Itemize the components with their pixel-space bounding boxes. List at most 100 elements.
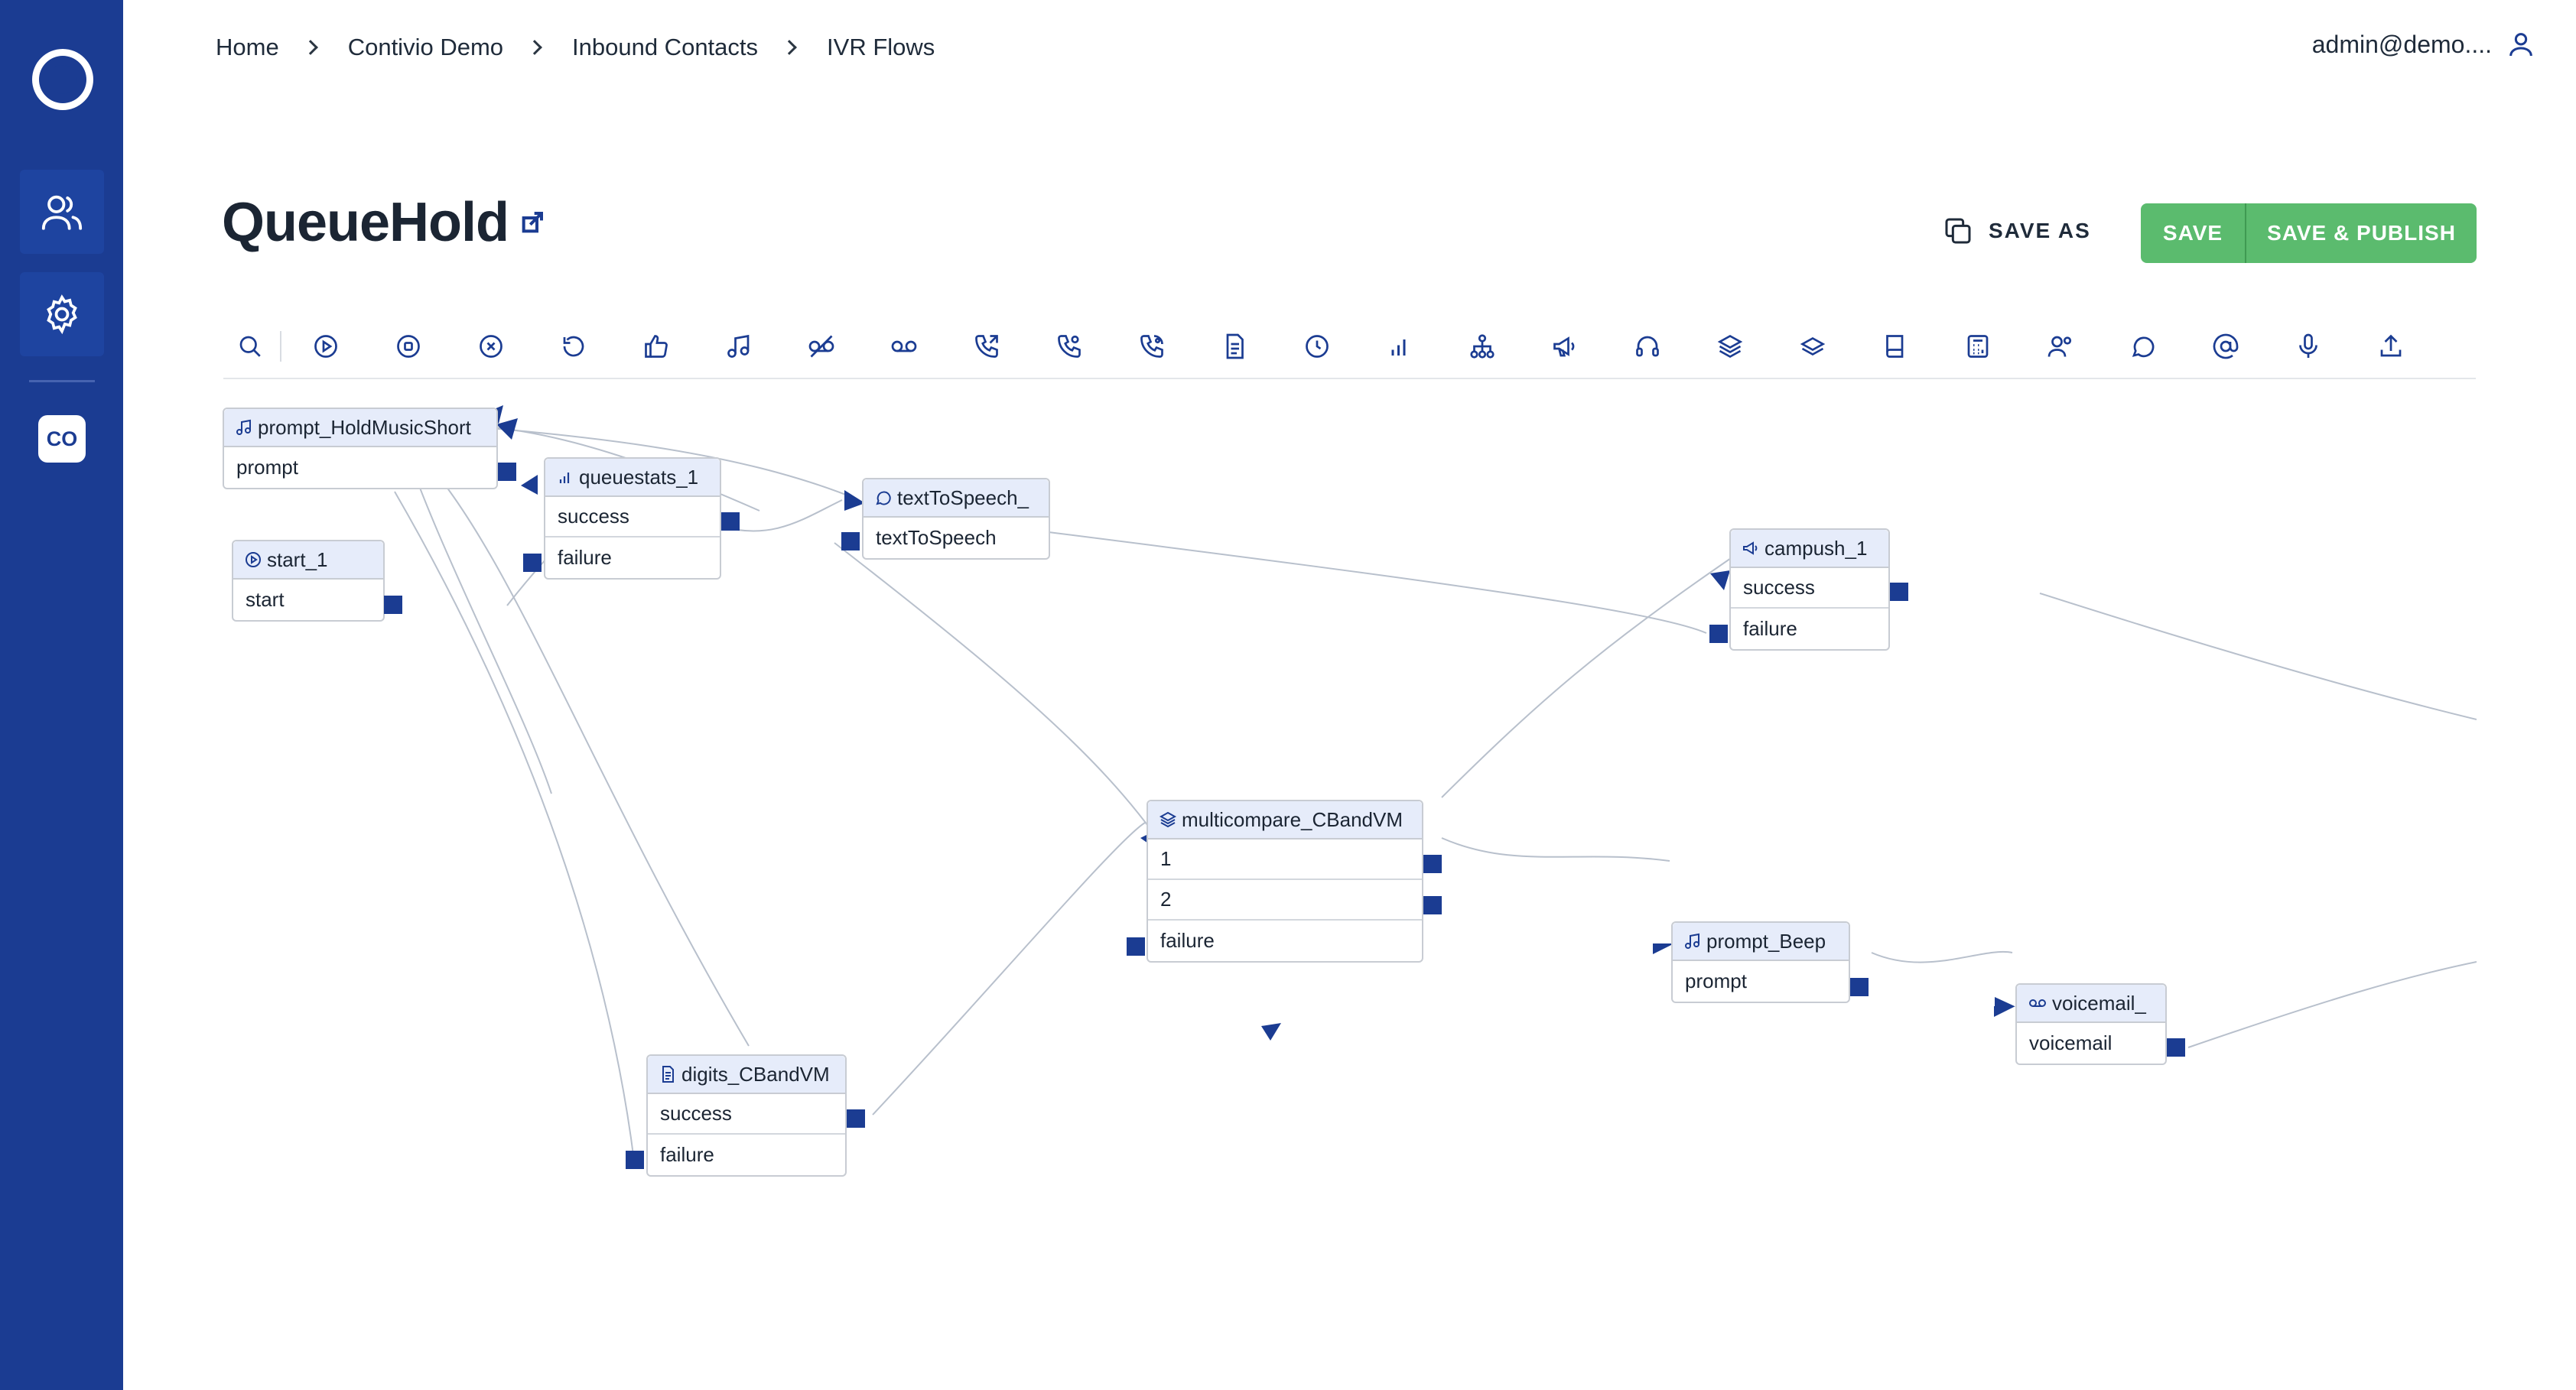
node-header[interactable]: voicemail_ — [2017, 985, 2165, 1023]
edge — [405, 440, 750, 1047]
breadcrumb-contivio-demo[interactable]: Contivio Demo — [347, 34, 504, 60]
document-icon[interactable] — [1193, 323, 1276, 369]
edge — [1441, 837, 1670, 862]
flow-node-texttospeech[interactable]: textToSpeech_ textToSpeech — [862, 478, 1050, 560]
breadcrumb-home[interactable]: Home — [216, 34, 279, 60]
flow-node-campush[interactable]: campush_1 success failure — [1729, 528, 1890, 651]
node-header[interactable]: digits_CBandVM — [648, 1056, 845, 1094]
stop-icon[interactable] — [367, 323, 450, 369]
node-port: failure — [1160, 929, 1215, 952]
node-title: prompt_HoldMusicShort — [258, 415, 471, 439]
output-port-handle[interactable] — [626, 1151, 644, 1169]
flow-canvas[interactable]: prompt_HoldMusicShort prompt start_1 sta… — [123, 381, 2477, 1390]
layers-icon — [1159, 811, 1177, 828]
node-header[interactable]: prompt_HoldMusicShort — [224, 409, 496, 447]
chevron-right-icon — [527, 40, 542, 55]
node-title: queuestats_1 — [579, 465, 699, 489]
layers-icon[interactable] — [1689, 323, 1771, 369]
output-port-handle[interactable] — [1423, 855, 1442, 873]
megaphone-icon[interactable] — [1524, 323, 1606, 369]
output-port-handle[interactable] — [498, 463, 516, 481]
node-header[interactable]: prompt_Beep — [1673, 923, 1849, 961]
node-toolbar — [223, 315, 2476, 379]
node-port: failure — [1743, 617, 1797, 640]
save-button[interactable]: SAVE — [2141, 203, 2246, 263]
flow-node-prompt-holdmusicshort[interactable]: prompt_HoldMusicShort prompt — [223, 408, 498, 489]
output-port-handle[interactable] — [1850, 978, 1869, 996]
save-and-publish-button[interactable]: SAVE & PUBLISH — [2246, 203, 2477, 263]
sidebar-item-settings[interactable] — [20, 272, 104, 356]
node-header[interactable]: queuestats_1 — [545, 459, 720, 497]
output-port-handle[interactable] — [523, 554, 542, 572]
chat-icon[interactable] — [2102, 323, 2184, 369]
arrow-icon — [521, 475, 538, 495]
upload-icon[interactable] — [2350, 323, 2432, 369]
node-port: prompt — [236, 456, 298, 479]
flow-node-multicompare[interactable]: multicompare_CBandVM 1 2 failure — [1147, 800, 1423, 963]
play-icon[interactable] — [285, 323, 367, 369]
cancel-icon[interactable] — [450, 323, 532, 369]
page-title: QueueHold — [222, 192, 509, 253]
breadcrumb-ivr-flows[interactable]: IVR Flows — [827, 34, 935, 60]
node-header[interactable]: campush_1 — [1731, 530, 1888, 568]
headset-icon[interactable] — [1606, 323, 1689, 369]
node-port: prompt — [1685, 969, 1747, 992]
output-port-handle[interactable] — [847, 1109, 865, 1128]
chart-icon[interactable] — [1358, 323, 1441, 369]
voicemail-off-icon[interactable] — [780, 323, 863, 369]
edge — [2187, 961, 2477, 1048]
save-as-button[interactable]: SAVE AS — [1943, 216, 2091, 246]
flow-node-queuestats[interactable]: queuestats_1 success failure — [544, 457, 721, 580]
sidebar-divider — [29, 380, 95, 382]
calculator-icon[interactable] — [1937, 323, 2019, 369]
node-title: multicompare_CBandVM — [1182, 807, 1403, 831]
node-port: success — [648, 1094, 845, 1135]
output-port-handle[interactable] — [721, 512, 740, 531]
flow-node-digits[interactable]: digits_CBandVM success failure — [646, 1054, 847, 1177]
output-port-handle[interactable] — [841, 532, 860, 550]
gear-icon — [47, 294, 77, 335]
chart-icon — [559, 473, 570, 483]
output-port-handle[interactable] — [1709, 625, 1728, 643]
flow-node-prompt-beep[interactable]: prompt_Beep prompt — [1671, 921, 1850, 1003]
megaphone-icon — [1743, 541, 1758, 555]
output-port-handle[interactable] — [2167, 1038, 2185, 1057]
user-group-icon[interactable] — [2019, 323, 2102, 369]
output-port-handle[interactable] — [384, 596, 402, 614]
flow-node-start[interactable]: start_1 start — [232, 540, 385, 622]
node-port: 1 — [1148, 840, 1422, 880]
user-email[interactable]: admin@demo.... — [2311, 31, 2492, 58]
node-header[interactable]: start_1 — [233, 541, 383, 580]
output-port-handle[interactable] — [1127, 937, 1145, 956]
at-icon[interactable] — [2184, 323, 2267, 369]
voicemail-icon[interactable] — [863, 323, 945, 369]
node-header[interactable]: textToSpeech_ — [864, 479, 1049, 518]
node-port: start — [246, 588, 285, 611]
hierarchy-icon[interactable] — [1441, 323, 1524, 369]
breadcrumb: Home Contivio Demo Inbound Contacts IVR … — [216, 32, 935, 63]
phone-forward-icon[interactable] — [945, 323, 1028, 369]
clock-icon[interactable] — [1276, 323, 1358, 369]
search-icon[interactable] — [223, 323, 277, 369]
breadcrumb-inbound-contacts[interactable]: Inbound Contacts — [572, 34, 759, 60]
node-port: textToSpeech — [876, 526, 997, 549]
arrow-icon — [844, 490, 865, 511]
book-icon[interactable] — [1854, 323, 1937, 369]
node-header[interactable]: multicompare_CBandVM — [1148, 801, 1422, 840]
external-link-icon[interactable] — [520, 210, 545, 235]
workspace-badge[interactable]: CO — [38, 415, 86, 463]
undo-icon[interactable] — [532, 323, 615, 369]
sidebar-item-users[interactable] — [20, 170, 104, 254]
edge — [2039, 593, 2477, 720]
phone-callback-icon[interactable] — [1111, 323, 1193, 369]
output-port-handle[interactable] — [1423, 896, 1442, 914]
thumbs-up-icon[interactable] — [615, 323, 698, 369]
music-icon[interactable] — [698, 323, 780, 369]
flow-node-voicemail[interactable]: voicemail_ voicemail — [2015, 983, 2167, 1065]
user-icon[interactable] — [2506, 29, 2536, 60]
logo-icon[interactable] — [32, 49, 93, 110]
output-port-handle[interactable] — [1890, 583, 1908, 601]
phone-user-icon[interactable] — [1028, 323, 1111, 369]
layer-icon[interactable] — [1771, 323, 1854, 369]
mic-icon[interactable] — [2267, 323, 2350, 369]
